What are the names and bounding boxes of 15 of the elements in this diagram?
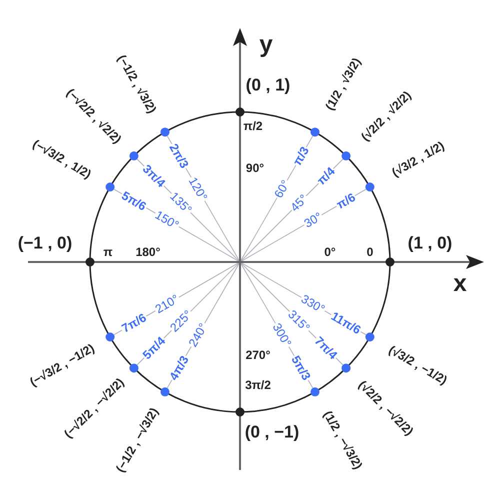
angle-label: 0° bbox=[324, 246, 336, 258]
axis-point-label: (1 , 0) bbox=[408, 234, 452, 252]
angle-label: 180° bbox=[136, 246, 160, 258]
axis-label: y bbox=[259, 33, 273, 57]
angle-label: π/2 bbox=[243, 120, 263, 132]
angle-label: 3π/2 bbox=[245, 379, 271, 391]
angle-label: 270° bbox=[246, 349, 270, 361]
axis-point-label: (0 , 1) bbox=[246, 76, 290, 94]
angle-label: 0 bbox=[366, 246, 374, 258]
coordinate-label: (√3/2 , −1/2) bbox=[387, 344, 450, 386]
angle-label: π bbox=[103, 246, 113, 258]
axis-point-label: (0 , −1) bbox=[244, 424, 300, 440]
axis-point-label: (−1 , 0) bbox=[18, 234, 72, 252]
angle-label: 90° bbox=[246, 162, 264, 174]
axis-label: x bbox=[453, 272, 467, 296]
